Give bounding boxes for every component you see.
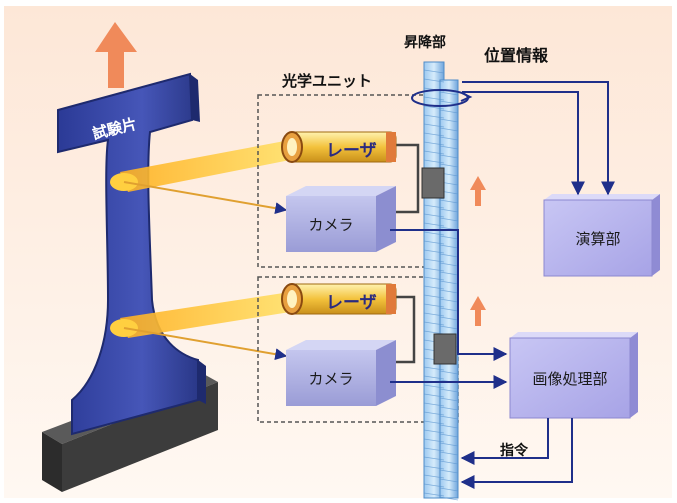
pole-clamp-bottom bbox=[433, 333, 457, 365]
command-label: 指令 bbox=[500, 443, 528, 459]
camera-sight-lines bbox=[123, 181, 288, 361]
pole-clamp-top bbox=[421, 167, 445, 199]
camera-top bbox=[286, 186, 396, 252]
optical-unit-label: 光学ユニット bbox=[282, 72, 373, 90]
up-arrow-icon bbox=[95, 22, 137, 88]
compute-unit-box bbox=[543, 194, 660, 277]
laser-top bbox=[281, 131, 397, 163]
laser-label-bottom: レーザ bbox=[326, 293, 377, 313]
mount-brackets bbox=[396, 143, 420, 364]
position-info-label: 位置情報 bbox=[484, 46, 549, 65]
camera-label-top: カメラ bbox=[308, 215, 354, 234]
camera-label-bottom: カメラ bbox=[308, 369, 354, 388]
rotation-arrow-icon bbox=[411, 89, 473, 107]
up-arrow-icon bbox=[470, 176, 486, 326]
laser-label-top: レーザ bbox=[326, 141, 377, 161]
image-processing-unit-label: 画像処理部 bbox=[532, 369, 608, 388]
lift-pole bbox=[423, 61, 459, 501]
optical-unit-box-bottom bbox=[257, 276, 459, 423]
image-processing-unit-box bbox=[509, 332, 638, 419]
signal-lines bbox=[390, 81, 615, 489]
lift-label: 昇降部 bbox=[404, 35, 446, 51]
camera-bottom bbox=[286, 340, 396, 406]
laser-bottom bbox=[281, 283, 397, 315]
compute-unit-label: 演算部 bbox=[575, 229, 621, 248]
specimen bbox=[57, 72, 206, 436]
